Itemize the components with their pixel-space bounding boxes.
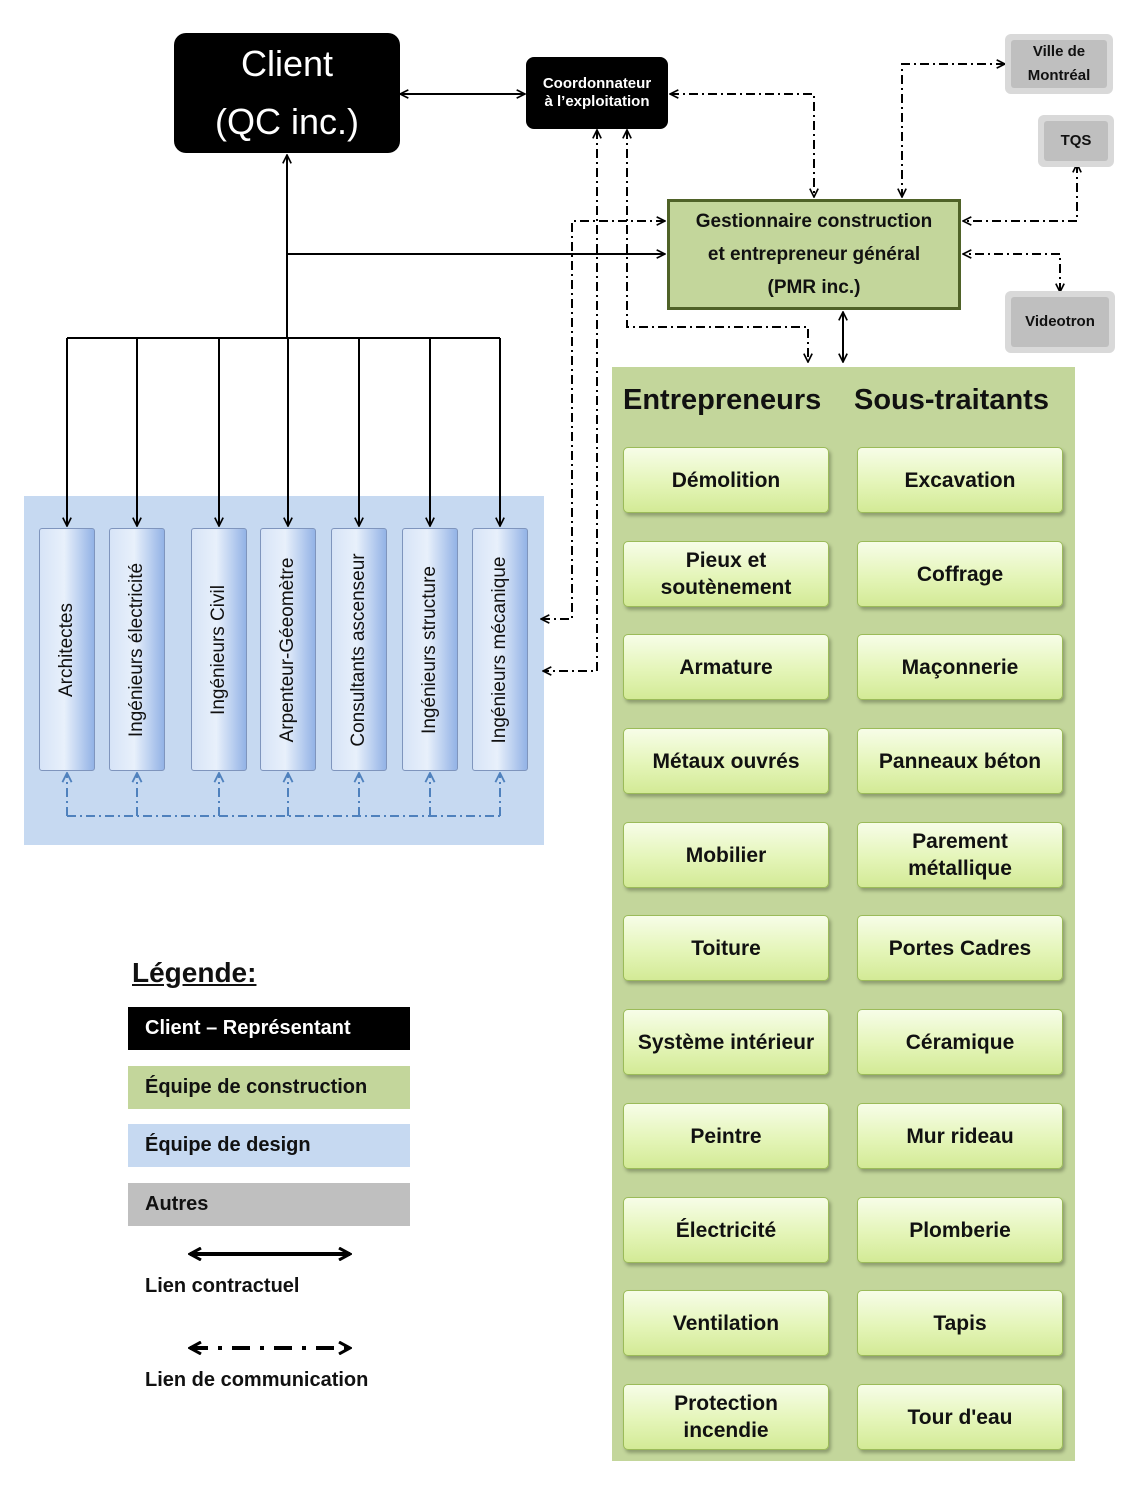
sous-traitant-label: Parement [912, 830, 1008, 853]
entrepreneur-box: Peintre [623, 1103, 829, 1169]
sous-traitant-label: Excavation [904, 468, 1016, 492]
entrepreneur-box: Toiture [623, 915, 829, 981]
sous-traitant-label: Tour d'eau [907, 1405, 1013, 1429]
entrepreneur-label: Ventilation [672, 1311, 780, 1335]
entrepreneur-label: soutènement [660, 576, 792, 599]
entrepreneur-box: Mobilier [623, 822, 829, 888]
legend-client-rep: Client – Représentant [128, 1007, 410, 1050]
entrepreneur-box: Métaux ouvrés [623, 728, 829, 794]
videotron-label: Videotron [1011, 297, 1109, 347]
design-member-architectes: Architectes [39, 528, 95, 771]
sous-traitant-label: Plomberie [909, 1218, 1011, 1242]
sous-traitant-label: Coffrage [916, 562, 1004, 586]
legend-contract-link: Lien contractuel [145, 1275, 300, 1297]
entrepreneur-label: Protection [674, 1392, 778, 1415]
coordinator-line2: à l’exploitation [544, 93, 650, 110]
entrepreneur-label: Armature [679, 655, 773, 679]
entrepreneur-label: Métaux ouvrés [652, 749, 800, 773]
ville-montreal-box: Ville de Montréal [1005, 34, 1113, 94]
entrepreneur-label: incendie [683, 1419, 769, 1442]
design-member-ing-electricite: Ingénieurs électricité [109, 528, 165, 771]
design-member-label: Architectes [56, 602, 77, 697]
entrepreneur-label: Électricité [675, 1218, 777, 1242]
design-member-arpenteur: Arpenteur-Géeomètre [260, 528, 316, 771]
ville-line2: Montréal [1027, 67, 1091, 84]
legend-construction-team: Équipe de construction [128, 1066, 410, 1109]
legend-others: Autres [128, 1183, 410, 1226]
design-member-ing-structure: Ingénieurs structure [402, 528, 458, 771]
ville-line1: Ville de [1032, 43, 1086, 60]
entrepreneur-box: Armature [623, 634, 829, 700]
entrepreneurs-header: Entrepreneurs [623, 384, 822, 416]
coordinator-box: Coordonnateur à l’exploitation [526, 57, 668, 129]
videotron-box: Videotron [1005, 291, 1115, 353]
tqs-box: TQS [1038, 115, 1114, 167]
sous-traitant-label: Tapis [933, 1311, 987, 1335]
entrepreneur-label: Démolition [671, 468, 781, 492]
design-member-label: Ingénieurs Civil [208, 584, 229, 715]
design-member-label: Consultants ascenseur [348, 552, 369, 747]
entrepreneur-box: Électricité [623, 1197, 829, 1263]
design-member-ascenseur: Consultants ascenseur [331, 528, 387, 771]
entrepreneur-box: Système intérieur [623, 1009, 829, 1075]
entrepreneur-box: Pieux et soutènement [623, 541, 829, 607]
coordinator-line1: Coordonnateur [542, 75, 652, 92]
gc-line3: (PMR inc.) [767, 277, 861, 298]
sous-traitant-box: Tour d'eau [857, 1384, 1063, 1450]
sous-traitant-box: Céramique [857, 1009, 1063, 1075]
sous-traitant-label: Portes Cadres [888, 936, 1032, 960]
sous-traitant-label: métallique [908, 857, 1012, 880]
tqs-label: TQS [1044, 121, 1108, 161]
sous-traitant-label: Céramique [905, 1030, 1015, 1054]
sous-traitant-box: Mur rideau [857, 1103, 1063, 1169]
entrepreneur-label: Système intérieur [637, 1030, 815, 1054]
design-member-label: Arpenteur-Géeomètre [277, 557, 298, 742]
client-box: Client (QC inc.) [174, 33, 400, 153]
sous-traitant-box: Panneaux béton [857, 728, 1063, 794]
sous-traitant-box: Tapis [857, 1290, 1063, 1356]
sous-traitant-label: Maçonnerie [901, 655, 1019, 679]
design-member-label: Ingénieurs mécanique [489, 556, 510, 743]
design-member-ing-mecanique: Ingénieurs mécanique [472, 528, 528, 771]
entrepreneur-label: Mobilier [685, 843, 767, 867]
entrepreneur-label: Pieux et [685, 549, 767, 572]
legend-title: Légende: [132, 957, 257, 988]
entrepreneur-box: Protection incendie [623, 1384, 829, 1450]
legend-communication-link: Lien de communication [145, 1369, 369, 1391]
design-member-label: Ingénieurs électricité [126, 562, 147, 737]
legend-design-team: Équipe de design [128, 1124, 410, 1167]
design-member-ing-civil: Ingénieurs Civil [191, 528, 247, 771]
sous-traitant-box: Maçonnerie [857, 634, 1063, 700]
client-name: Client [240, 43, 334, 84]
client-company: (QC inc.) [215, 101, 359, 142]
sous-traitant-box: Coffrage [857, 541, 1063, 607]
sous-traitant-box: Parement métallique [857, 822, 1063, 888]
sous-traitant-box: Excavation [857, 447, 1063, 513]
gc-line2: et entrepreneur général [707, 244, 921, 265]
sous-traitant-label: Panneaux béton [878, 749, 1042, 773]
sous-traitant-box: Plomberie [857, 1197, 1063, 1263]
general-contractor-box: Gestionnaire construction et entrepreneu… [667, 199, 961, 310]
design-member-label: Ingénieurs structure [419, 565, 440, 734]
entrepreneur-label: Toiture [691, 936, 761, 960]
sous-traitants-header: Sous-traitants [854, 384, 1049, 416]
entrepreneur-label: Peintre [690, 1124, 762, 1148]
entrepreneur-box: Démolition [623, 447, 829, 513]
entrepreneur-box: Ventilation [623, 1290, 829, 1356]
sous-traitant-box: Portes Cadres [857, 915, 1063, 981]
gc-line1: Gestionnaire construction [695, 211, 933, 232]
sous-traitant-label: Mur rideau [906, 1124, 1014, 1148]
